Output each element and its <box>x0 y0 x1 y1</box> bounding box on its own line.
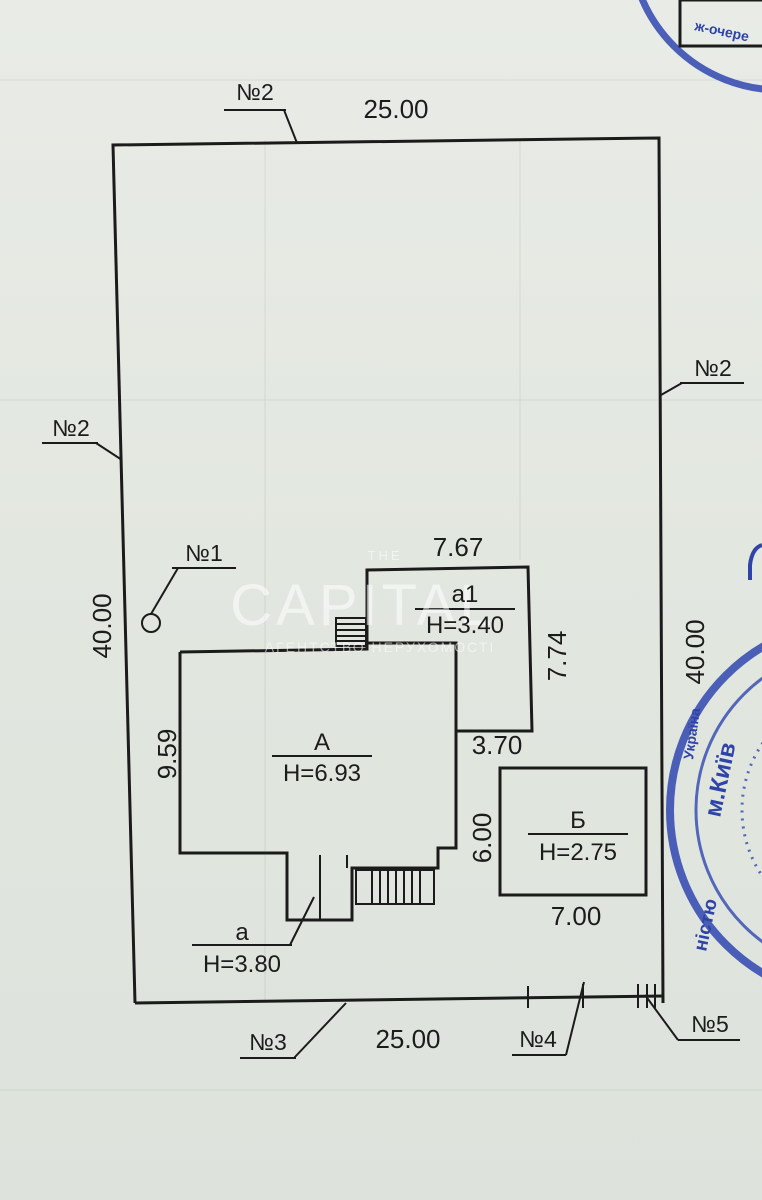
B-height: Н=2.75 <box>539 839 617 866</box>
leader-n2-right-diag <box>660 382 683 396</box>
leader-n4-diag <box>565 981 585 1056</box>
marker-n2-top: №2 <box>236 79 273 105</box>
a1-depth-label: 7.74 <box>542 631 572 682</box>
left-length-label: 40.00 <box>87 593 117 658</box>
building-b-outline <box>498 766 648 897</box>
point-marker-circle <box>141 613 161 633</box>
blue-mark <box>748 543 762 580</box>
A-letter: А <box>314 729 330 756</box>
bottom-length-label: 25.00 <box>375 1024 440 1054</box>
top-length-label: 25.00 <box>363 94 428 124</box>
marker-n1: №1 <box>185 540 222 566</box>
marker-n3: №3 <box>249 1029 286 1055</box>
a1-letter: а1 <box>452 581 479 608</box>
B-depth-label: 6.00 <box>467 813 497 864</box>
watermark-top: THE <box>368 548 403 563</box>
watermark: THE CAPITAL АГЕНТСТВО НЕРУХОМОСТІ <box>230 548 496 655</box>
seal-country-text: Україна <box>680 707 703 761</box>
plot-boundary-top-left-right <box>111 136 665 1004</box>
building-a1-outline <box>365 565 534 733</box>
leader-n5-diag <box>644 994 679 1041</box>
B-width-label: 7.00 <box>551 901 602 931</box>
a1-width-label: 7.67 <box>433 532 484 562</box>
a1-offset-label: 3.70 <box>472 730 523 760</box>
boundary-ticks <box>527 984 656 1008</box>
marker-n2-left: №2 <box>52 415 89 441</box>
leader-n2-left-diag <box>95 442 123 461</box>
B-letter: Б <box>570 807 586 834</box>
marker-n4: №4 <box>519 1026 557 1052</box>
plot-boundary-bottom <box>134 994 664 1005</box>
stairs-bottom <box>355 869 435 905</box>
a1-height: Н=3.40 <box>426 612 504 639</box>
A-height: Н=6.93 <box>283 760 361 787</box>
top-stamp-text: ж-очере <box>692 17 750 44</box>
leader-n3-diag <box>293 1002 347 1059</box>
leader-a <box>289 896 315 946</box>
a-height: Н=3.80 <box>203 951 281 978</box>
a-letter: а <box>235 919 249 946</box>
leader-n2-top-diag <box>283 109 298 144</box>
marker-n2-right: №2 <box>694 355 731 381</box>
watermark-main: CAPITAL <box>230 573 495 638</box>
top-stamp: ж-очере <box>638 0 762 93</box>
stairs-top <box>335 617 367 647</box>
leader-n1 <box>150 567 179 615</box>
paper-texture <box>0 79 762 1091</box>
watermark-sub: АГЕНТСТВО НЕРУХОМОСТІ <box>265 639 496 655</box>
right-length-label: 40.00 <box>680 619 710 684</box>
marker-n5: №5 <box>691 1011 728 1037</box>
A-side-label: 9.59 <box>152 729 182 780</box>
